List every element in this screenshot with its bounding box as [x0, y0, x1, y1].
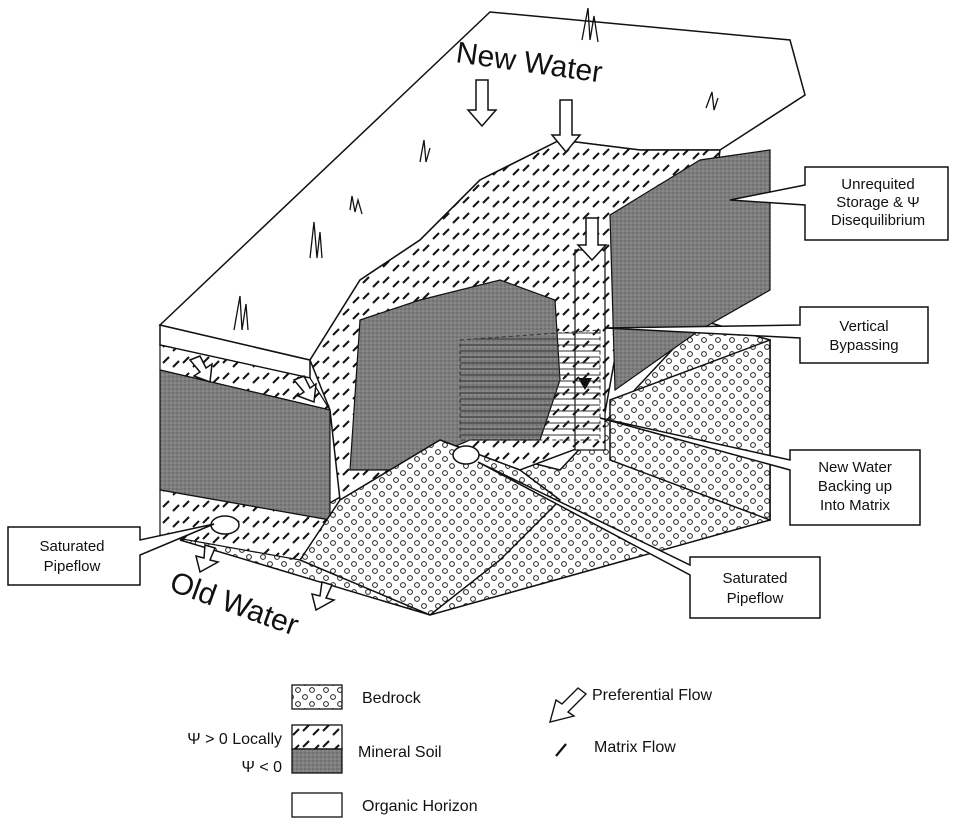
legend-mineral-hatched-swatch [291, 724, 343, 750]
legend-bedrock-swatch [291, 684, 343, 710]
backing-zone [459, 329, 601, 441]
callout-backing-line1: New Water [818, 459, 892, 476]
arrow-lateral-1 [188, 355, 213, 384]
legend-organic-swatch [291, 792, 343, 818]
soil-block [158, 7, 806, 616]
vegetation-tufts [233, 7, 719, 331]
legend-psi-pos-label: Ψ > 0 Locally [187, 731, 282, 748]
callout-unrequited-line3: Disequilibrium [831, 212, 925, 229]
callout-pipeflow-right-line2: Pipeflow [727, 590, 784, 607]
callout-pipeflow-right-line1: Saturated [722, 570, 787, 587]
bedrock-right-face [609, 338, 771, 522]
callout-vertical: Vertical Bypassing [604, 306, 929, 364]
callout-unrequited-line1: Unrequited [841, 176, 914, 193]
arrow-new-water-1 [466, 79, 498, 128]
bedrock-mound [298, 439, 562, 616]
callout-vertical-line1: Vertical [839, 318, 888, 335]
arrow-old-water-2 [310, 581, 337, 612]
callout-unrequited: Unrequited Storage & Ψ Disequilibrium [729, 166, 949, 241]
callout-pipeflow-left-line2: Pipeflow [44, 558, 101, 575]
arrow-lateral-2 [292, 375, 317, 404]
pipe-right [452, 445, 480, 465]
legend-psi-neg-label: Ψ < 0 [242, 759, 283, 776]
pipe-left [210, 515, 240, 535]
legend-mineral-dark-swatch [291, 748, 343, 774]
callout-vertical-line2: Bypassing [829, 337, 898, 354]
legend-matrix-arrow-icon [555, 743, 567, 757]
callout-pipeflow-left: Saturated Pipeflow [7, 523, 215, 586]
water-table-marker [578, 378, 592, 390]
legend-organic-label: Organic Horizon [362, 798, 478, 815]
legend-matrix-label: Matrix Flow [594, 739, 676, 756]
legend-mineral-soil-label: Mineral Soil [358, 744, 442, 761]
legend: Bedrock Ψ > 0 Locally Ψ < 0 Mineral Soil… [187, 684, 712, 818]
old-water-label: Old Water [166, 566, 303, 643]
legend-bedrock-label: Bedrock [362, 690, 422, 707]
legend-preferential-label: Preferential Flow [592, 687, 712, 704]
callout-unrequited-line2: Storage & Ψ [836, 194, 919, 211]
callout-pipeflow-left-line1: Saturated [39, 538, 104, 555]
legend-preferential-arrow-icon [549, 687, 588, 723]
arrow-old-water-1 [194, 544, 221, 574]
callout-backing: New Water Backing up Into Matrix [599, 417, 921, 526]
callout-backing-line2: Backing up [818, 478, 892, 495]
arrow-bypass [576, 217, 608, 262]
callout-pipeflow-right: Saturated Pipeflow [477, 461, 821, 619]
callout-backing-line3: Into Matrix [820, 497, 891, 514]
arrow-new-water-2 [550, 99, 582, 154]
preferential-arrows [188, 79, 608, 612]
